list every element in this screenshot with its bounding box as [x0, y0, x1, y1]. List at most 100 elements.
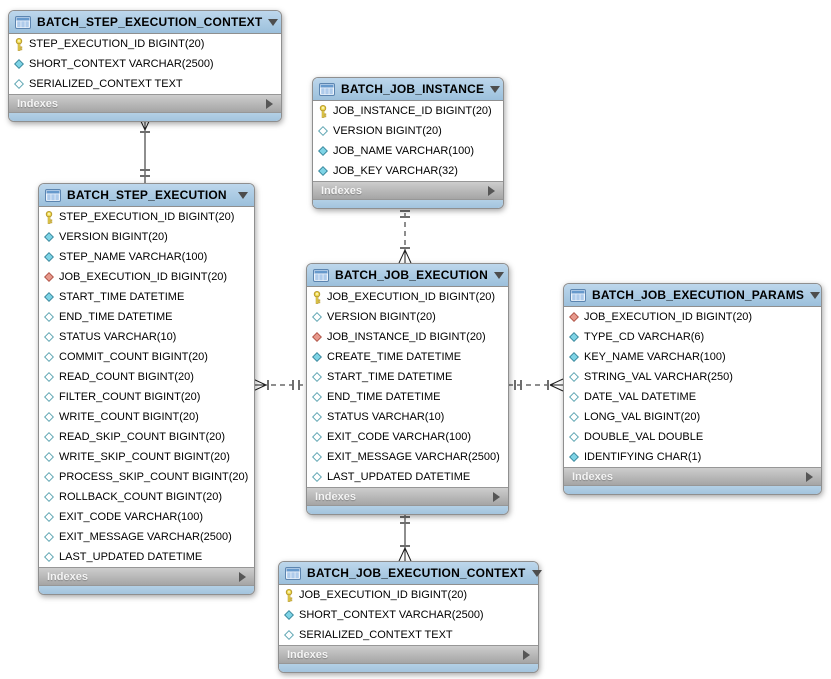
nullable-icon: [569, 411, 579, 424]
expand-arrow-icon[interactable]: [523, 649, 530, 660]
column-row[interactable]: DATE_VAL DATETIME: [564, 387, 821, 407]
primary-key-icon: [44, 210, 54, 224]
collapse-arrow-icon[interactable]: [490, 85, 501, 93]
column-label: READ_COUNT BIGINT(20): [59, 371, 194, 383]
column-row[interactable]: ROLLBACK_COUNT BIGINT(20): [39, 487, 254, 507]
column-row[interactable]: VERSION BIGINT(20): [313, 121, 503, 141]
column-row[interactable]: JOB_EXECUTION_ID BIGINT(20): [39, 267, 254, 287]
relationship-job-execution--job-execution-context[interactable]: [398, 510, 412, 562]
table-header[interactable]: BATCH_JOB_EXECUTION_PARAMS: [564, 284, 821, 307]
column-label: JOB_EXECUTION_ID BIGINT(20): [584, 311, 753, 323]
column-row[interactable]: TYPE_CD VARCHAR(6): [564, 327, 821, 347]
column-row[interactable]: EXIT_CODE VARCHAR(100): [39, 507, 254, 527]
column-row[interactable]: JOB_KEY VARCHAR(32): [313, 161, 503, 181]
collapse-arrow-icon[interactable]: [810, 291, 821, 299]
nullable-icon: [44, 391, 54, 404]
table-header[interactable]: BATCH_JOB_EXECUTION: [307, 264, 508, 287]
column-label: JOB_EXECUTION_ID BIGINT(20): [59, 271, 228, 283]
expand-arrow-icon[interactable]: [266, 98, 273, 109]
column-row[interactable]: WRITE_SKIP_COUNT BIGINT(20): [39, 447, 254, 467]
relationship-step-execution-context--step-execution[interactable]: [138, 116, 152, 183]
column-row[interactable]: START_TIME DATETIME: [39, 287, 254, 307]
column-row[interactable]: EXIT_MESSAGE VARCHAR(2500): [39, 527, 254, 547]
column-row[interactable]: LONG_VAL BIGINT(20): [564, 407, 821, 427]
column-row[interactable]: PROCESS_SKIP_COUNT BIGINT(20): [39, 467, 254, 487]
table-header[interactable]: BATCH_STEP_EXECUTION_CONTEXT: [9, 11, 281, 34]
expand-arrow-icon[interactable]: [239, 571, 246, 582]
column-row[interactable]: JOB_INSTANCE_ID BIGINT(20): [307, 327, 508, 347]
column-row[interactable]: WRITE_COUNT BIGINT(20): [39, 407, 254, 427]
column-row[interactable]: JOB_EXECUTION_ID BIGINT(20): [564, 307, 821, 327]
notnull-icon: [44, 231, 54, 244]
column-row[interactable]: READ_COUNT BIGINT(20): [39, 367, 254, 387]
indexes-section[interactable]: Indexes: [307, 487, 508, 506]
column-row[interactable]: SERIALIZED_CONTEXT TEXT: [9, 74, 281, 94]
column-row[interactable]: JOB_EXECUTION_ID BIGINT(20): [307, 287, 508, 307]
indexes-label: Indexes: [17, 97, 58, 110]
collapse-arrow-icon[interactable]: [531, 569, 542, 577]
column-row[interactable]: SHORT_CONTEXT VARCHAR(2500): [279, 605, 538, 625]
column-row[interactable]: EXIT_CODE VARCHAR(100): [307, 427, 508, 447]
indexes-section[interactable]: Indexes: [313, 181, 503, 200]
column-row[interactable]: CREATE_TIME DATETIME: [307, 347, 508, 367]
collapse-arrow-icon[interactable]: [268, 18, 279, 26]
column-row[interactable]: VERSION BIGINT(20): [39, 227, 254, 247]
column-row[interactable]: FILTER_COUNT BIGINT(20): [39, 387, 254, 407]
column-label: SERIALIZED_CONTEXT TEXT: [299, 629, 453, 641]
table-bottom-strip: [564, 486, 821, 494]
nullable-icon: [284, 629, 294, 642]
expand-arrow-icon[interactable]: [488, 185, 495, 196]
column-row[interactable]: VERSION BIGINT(20): [307, 307, 508, 327]
column-row[interactable]: END_TIME DATETIME: [307, 387, 508, 407]
column-row[interactable]: JOB_INSTANCE_ID BIGINT(20): [313, 101, 503, 121]
column-row[interactable]: STATUS VARCHAR(10): [39, 327, 254, 347]
column-row[interactable]: STEP_EXECUTION_ID BIGINT(20): [9, 34, 281, 54]
indexes-section[interactable]: Indexes: [9, 94, 281, 113]
indexes-label: Indexes: [572, 470, 613, 483]
column-row[interactable]: START_TIME DATETIME: [307, 367, 508, 387]
table-batch-job-execution-params[interactable]: BATCH_JOB_EXECUTION_PARAMS JOB_EXECUTION_…: [563, 283, 822, 495]
table-header[interactable]: BATCH_JOB_EXECUTION_CONTEXT: [279, 562, 542, 585]
column-label: FILTER_COUNT BIGINT(20): [59, 391, 201, 403]
nullable-icon: [312, 311, 322, 324]
column-row[interactable]: SERIALIZED_CONTEXT TEXT: [279, 625, 538, 645]
collapse-arrow-icon[interactable]: [493, 271, 504, 279]
table-header[interactable]: BATCH_STEP_EXECUTION: [39, 184, 254, 207]
column-row[interactable]: LAST_UPDATED DATETIME: [307, 467, 508, 487]
indexes-section[interactable]: Indexes: [39, 567, 254, 586]
relationship-job-execution--job-execution-params[interactable]: [508, 378, 564, 392]
column-row[interactable]: DOUBLE_VAL DOUBLE: [564, 427, 821, 447]
column-row[interactable]: STATUS VARCHAR(10): [307, 407, 508, 427]
column-row[interactable]: JOB_NAME VARCHAR(100): [313, 141, 503, 161]
indexes-section[interactable]: Indexes: [279, 645, 538, 664]
column-row[interactable]: LAST_UPDATED DATETIME: [39, 547, 254, 567]
nullable-icon: [569, 431, 579, 444]
column-row[interactable]: STRING_VAL VARCHAR(250): [564, 367, 821, 387]
table-header[interactable]: BATCH_JOB_INSTANCE: [313, 78, 503, 101]
expand-arrow-icon[interactable]: [493, 491, 500, 502]
column-label: EXIT_MESSAGE VARCHAR(2500): [327, 451, 500, 463]
table-title: BATCH_JOB_EXECUTION_PARAMS: [592, 288, 805, 302]
column-label: EXIT_MESSAGE VARCHAR(2500): [59, 531, 232, 543]
expand-arrow-icon[interactable]: [806, 471, 813, 482]
column-row[interactable]: COMMIT_COUNT BIGINT(20): [39, 347, 254, 367]
column-row[interactable]: KEY_NAME VARCHAR(100): [564, 347, 821, 367]
column-row[interactable]: STEP_NAME VARCHAR(100): [39, 247, 254, 267]
column-row[interactable]: STEP_EXECUTION_ID BIGINT(20): [39, 207, 254, 227]
relationship-step-execution--job-execution[interactable]: [252, 378, 306, 392]
column-row[interactable]: SHORT_CONTEXT VARCHAR(2500): [9, 54, 281, 74]
indexes-section[interactable]: Indexes: [564, 467, 821, 486]
column-row[interactable]: IDENTIFYING CHAR(1): [564, 447, 821, 467]
column-row[interactable]: EXIT_MESSAGE VARCHAR(2500): [307, 447, 508, 467]
relationship-job-instance--job-execution[interactable]: [398, 204, 412, 264]
table-icon: [570, 288, 586, 302]
collapse-arrow-icon[interactable]: [238, 191, 248, 199]
column-row[interactable]: JOB_EXECUTION_ID BIGINT(20): [279, 585, 538, 605]
column-row[interactable]: END_TIME DATETIME: [39, 307, 254, 327]
column-row[interactable]: READ_SKIP_COUNT BIGINT(20): [39, 427, 254, 447]
